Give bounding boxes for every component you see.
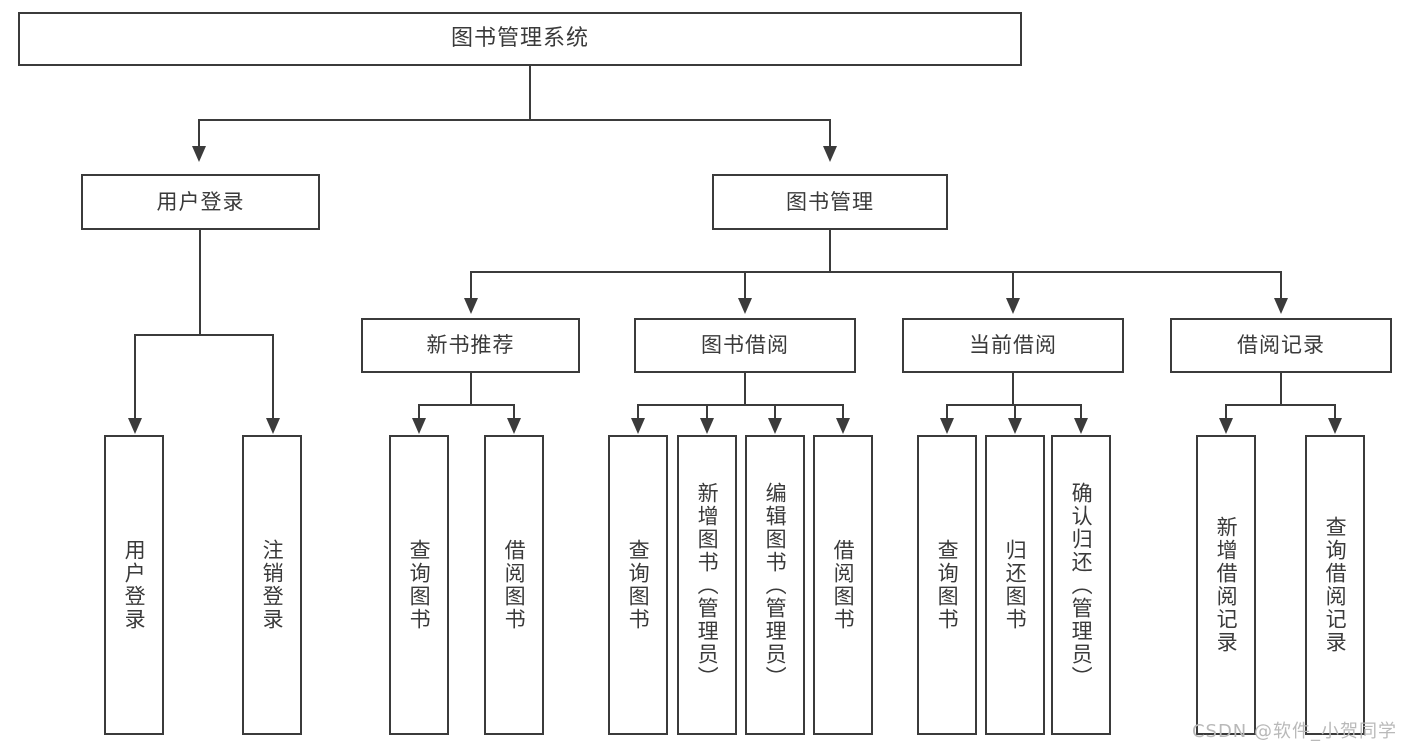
leaf-book-borrow-3[interactable]: 编辑图书（管理员） bbox=[745, 435, 805, 735]
connector-to-current-borrow bbox=[1012, 271, 1014, 299]
arrowhead-to-book-manage bbox=[823, 146, 837, 162]
leaf-borrow-record-1[interactable]: 新增借阅记录 bbox=[1196, 435, 1256, 735]
arrowhead-new-book-leaf-2 bbox=[507, 418, 521, 434]
leaf-book-borrow-1[interactable]: 查询图书 bbox=[608, 435, 668, 735]
node-borrow-record[interactable]: 借阅记录 bbox=[1170, 318, 1392, 373]
leaf-label: 新增图书（管理员） bbox=[695, 481, 720, 689]
connector-current-borrow-leaf-1 bbox=[946, 404, 948, 418]
connector-new-book-bar bbox=[418, 404, 514, 406]
connector-borrow-record-leaf-2 bbox=[1334, 404, 1336, 418]
node-new-book-recommend[interactable]: 新书推荐 bbox=[361, 318, 580, 373]
leaf-label: 确认归还（管理员） bbox=[1069, 481, 1094, 689]
arrowhead-current-borrow-leaf-1 bbox=[940, 418, 954, 434]
node-label: 图书借阅 bbox=[701, 333, 789, 357]
leaf-label: 新增借阅记录 bbox=[1214, 516, 1239, 654]
node-current-borrow[interactable]: 当前借阅 bbox=[902, 318, 1124, 373]
connector-new-book-stem bbox=[470, 373, 472, 405]
connector-book-borrow-stem bbox=[744, 373, 746, 405]
leaf-user-login-1[interactable]: 用户登录 bbox=[104, 435, 164, 735]
arrowhead-book-borrow-leaf-4 bbox=[836, 418, 850, 434]
leaf-borrow-record-2[interactable]: 查询借阅记录 bbox=[1305, 435, 1365, 735]
arrowhead-user-login-leaf-2 bbox=[266, 418, 280, 434]
leaf-label: 查询借阅记录 bbox=[1323, 516, 1348, 654]
leaf-label: 查询图书 bbox=[407, 539, 432, 631]
connector-root-stem bbox=[529, 66, 531, 120]
connector-to-book-borrow bbox=[744, 271, 746, 299]
connector-book-borrow-bar bbox=[637, 404, 843, 406]
node-label: 图书管理系统 bbox=[450, 26, 589, 51]
connector-borrow-record-leaf-1 bbox=[1225, 404, 1227, 418]
node-user-login[interactable]: 用户登录 bbox=[81, 174, 320, 230]
leaf-label: 查询图书 bbox=[935, 539, 960, 631]
arrowhead-book-borrow-leaf-2 bbox=[700, 418, 714, 434]
arrowhead-current-borrow-leaf-3 bbox=[1074, 418, 1088, 434]
node-label: 当前借阅 bbox=[969, 333, 1057, 357]
arrowhead-user-login-leaf-1 bbox=[128, 418, 142, 434]
leaf-label: 注销登录 bbox=[260, 539, 285, 631]
arrowhead-book-borrow-leaf-3 bbox=[768, 418, 782, 434]
leaf-book-borrow-4[interactable]: 借阅图书 bbox=[813, 435, 873, 735]
connector-user-login-stem bbox=[199, 230, 201, 335]
arrowhead-current-borrow-leaf-2 bbox=[1008, 418, 1022, 434]
leaf-label: 借阅图书 bbox=[831, 539, 856, 631]
arrowhead-to-borrow-record bbox=[1274, 298, 1288, 314]
connector-to-new-book bbox=[470, 271, 472, 299]
connector-to-user-login bbox=[198, 119, 200, 146]
arrowhead-to-new-book bbox=[464, 298, 478, 314]
connector-current-borrow-bar bbox=[946, 404, 1081, 406]
connector-book-borrow-leaf-2 bbox=[706, 404, 708, 418]
leaf-label: 归还图书 bbox=[1003, 539, 1028, 631]
leaf-book-borrow-2[interactable]: 新增图书（管理员） bbox=[677, 435, 737, 735]
connector-to-borrow-record bbox=[1280, 271, 1282, 299]
connector-current-borrow-leaf-3 bbox=[1080, 404, 1082, 418]
leaf-label: 编辑图书（管理员） bbox=[763, 481, 788, 689]
connector-current-borrow-stem bbox=[1012, 373, 1014, 405]
leaf-label: 借阅图书 bbox=[502, 539, 527, 631]
connector-user-login-to-leaf-1 bbox=[134, 334, 136, 418]
connector-book-manage-stem bbox=[829, 230, 831, 272]
leaf-current-borrow-1[interactable]: 查询图书 bbox=[917, 435, 977, 735]
connector-new-book-leaf-2 bbox=[513, 404, 515, 418]
leaf-label: 用户登录 bbox=[122, 539, 147, 631]
node-label: 新书推荐 bbox=[426, 333, 515, 357]
connector-user-login-to-leaf-2 bbox=[272, 334, 274, 418]
node-book-manage[interactable]: 图书管理 bbox=[712, 174, 948, 230]
node-label: 用户登录 bbox=[156, 189, 245, 214]
node-label: 借阅记录 bbox=[1237, 333, 1325, 357]
connector-user-login-bar bbox=[134, 334, 272, 336]
connector-borrow-record-bar bbox=[1225, 404, 1335, 406]
connector-book-borrow-leaf-4 bbox=[842, 404, 844, 418]
arrowhead-borrow-record-leaf-2 bbox=[1328, 418, 1342, 434]
connector-book-borrow-leaf-1 bbox=[637, 404, 639, 418]
connector-new-book-leaf-1 bbox=[418, 404, 420, 418]
connector-book-manage-bar bbox=[470, 271, 1281, 273]
node-label: 图书管理 bbox=[786, 189, 874, 214]
leaf-new-book-2[interactable]: 借阅图书 bbox=[484, 435, 544, 735]
connector-book-borrow-leaf-3 bbox=[774, 404, 776, 418]
arrowhead-new-book-leaf-1 bbox=[412, 418, 426, 434]
leaf-user-login-2[interactable]: 注销登录 bbox=[242, 435, 302, 735]
connector-root-bar bbox=[198, 119, 831, 121]
leaf-label: 查询图书 bbox=[626, 539, 651, 631]
arrowhead-borrow-record-leaf-1 bbox=[1219, 418, 1233, 434]
leaf-new-book-1[interactable]: 查询图书 bbox=[389, 435, 449, 735]
leaf-current-borrow-2[interactable]: 归还图书 bbox=[985, 435, 1045, 735]
node-book-borrow[interactable]: 图书借阅 bbox=[634, 318, 856, 373]
arrowhead-to-user-login bbox=[192, 146, 206, 162]
arrowhead-to-current-borrow bbox=[1006, 298, 1020, 314]
connector-borrow-record-stem bbox=[1280, 373, 1282, 405]
arrowhead-to-book-borrow bbox=[738, 298, 752, 314]
leaf-current-borrow-3[interactable]: 确认归还（管理员） bbox=[1051, 435, 1111, 735]
connector-to-book-manage bbox=[829, 119, 831, 146]
arrowhead-book-borrow-leaf-1 bbox=[631, 418, 645, 434]
connector-current-borrow-leaf-2 bbox=[1014, 404, 1016, 418]
node-root-system[interactable]: 图书管理系统 bbox=[18, 12, 1022, 66]
